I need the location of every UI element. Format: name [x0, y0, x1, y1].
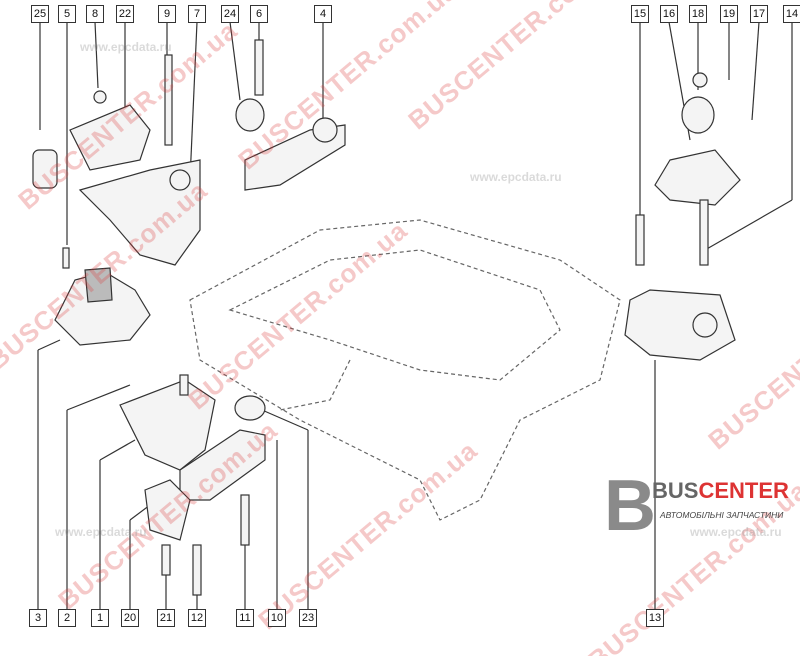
callout-21: 21: [157, 609, 175, 627]
callout-16: 16: [660, 5, 678, 23]
leader-lines: [37, 21, 793, 610]
callout-5: 5: [58, 5, 76, 23]
callout-3: 3: [29, 609, 47, 627]
callout-10: 10: [268, 609, 286, 627]
callout-4: 4: [314, 5, 332, 23]
callout-22: 22: [116, 5, 134, 23]
parts: [32, 39, 741, 596]
buscenter-logo: B BUSCENTER АВТОМОБІЛЬНІ ЗАПЧАСТИНИ: [604, 470, 800, 550]
callout-2: 2: [58, 609, 76, 627]
watermark-epc: www.epcdata.ru: [80, 40, 172, 54]
watermark-epc: www.epcdata.ru: [470, 170, 562, 184]
callout-19: 19: [720, 5, 738, 23]
callout-14: 14: [783, 5, 800, 23]
callout-23: 23: [299, 609, 317, 627]
subframe: [189, 219, 621, 521]
callout-12: 12: [188, 609, 206, 627]
callout-17: 17: [750, 5, 768, 23]
callout-20: 20: [121, 609, 139, 627]
callout-1: 1: [91, 609, 109, 627]
callout-11: 11: [236, 609, 254, 627]
logo-letter: B: [604, 466, 656, 546]
watermark-epc: www.epcdata.ru: [55, 525, 147, 539]
callout-18: 18: [689, 5, 707, 23]
callout-25: 25: [31, 5, 49, 23]
callout-24: 24: [221, 5, 239, 23]
callout-9: 9: [158, 5, 176, 23]
callout-8: 8: [86, 5, 104, 23]
logo-tagline: АВТОМОБІЛЬНІ ЗАПЧАСТИНИ: [660, 510, 784, 520]
callout-7: 7: [188, 5, 206, 23]
callout-15: 15: [631, 5, 649, 23]
watermark-epc: www.epcdata.ru: [690, 525, 782, 539]
logo-name: BUSCENTER: [652, 478, 789, 503]
callout-13: 13: [646, 609, 664, 627]
callout-6: 6: [250, 5, 268, 23]
